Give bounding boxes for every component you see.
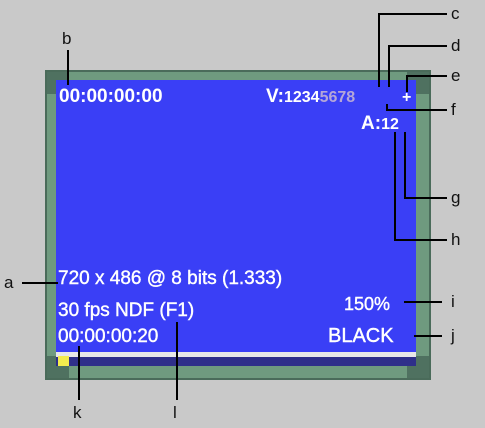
audio-prefix: A: [361,113,382,134]
video-tracks: V: 1 2 3 4 5 6 7 8 [266,87,355,106]
video-track-4: 4 [310,89,320,106]
callout-line-g [404,132,447,199]
video-track-7: 7 [337,89,347,106]
callout-label-f: f [451,100,456,119]
audio-track-2: 2 [389,116,399,133]
progress-bar [58,356,69,366]
callout-label-k: k [73,403,82,422]
callout-line-e [406,75,447,92]
callout-label-e: e [451,66,461,85]
video-prefix: V: [266,86,284,107]
timecode-bottom: 00:00:00:20 [58,326,159,347]
callout-line-f [386,104,447,111]
callout-label-d: d [451,36,461,55]
audio-track-1: 1 [381,116,390,133]
callout-label-l: l [173,403,177,422]
progress-strip [56,352,416,357]
callout-label-c: c [451,4,460,23]
callout-label-g: g [451,188,461,207]
fill-mode-label: BLACK [328,325,394,347]
zoom-readout: 150% [344,294,391,314]
video-track-6: 6 [328,89,338,106]
plus-icon: + [402,89,412,106]
callout-line-d [388,45,447,87]
format-readout: 720 x 486 @ 8 bits (1.333) [58,268,283,289]
video-track-3: 3 [301,89,311,106]
callout-label-h: h [451,230,461,249]
video-track-2: 2 [292,89,302,106]
timecode-top: 00:00:00:00 [59,86,163,107]
fps-readout: 30 fps NDF (F1) [58,300,195,321]
monitor-screen [56,80,416,354]
callout-label-a: a [4,273,14,292]
video-track-5: 5 [319,89,329,106]
video-track-1: 1 [283,89,293,106]
callout-line-c [378,13,447,87]
video-track-8: 8 [346,89,356,106]
callout-label-j: j [451,326,455,345]
callout-label-i: i [451,292,455,311]
callout-label-b: b [62,29,72,48]
callout-line-h [394,132,447,241]
audio-tracks: A: 1 2 [361,114,399,133]
